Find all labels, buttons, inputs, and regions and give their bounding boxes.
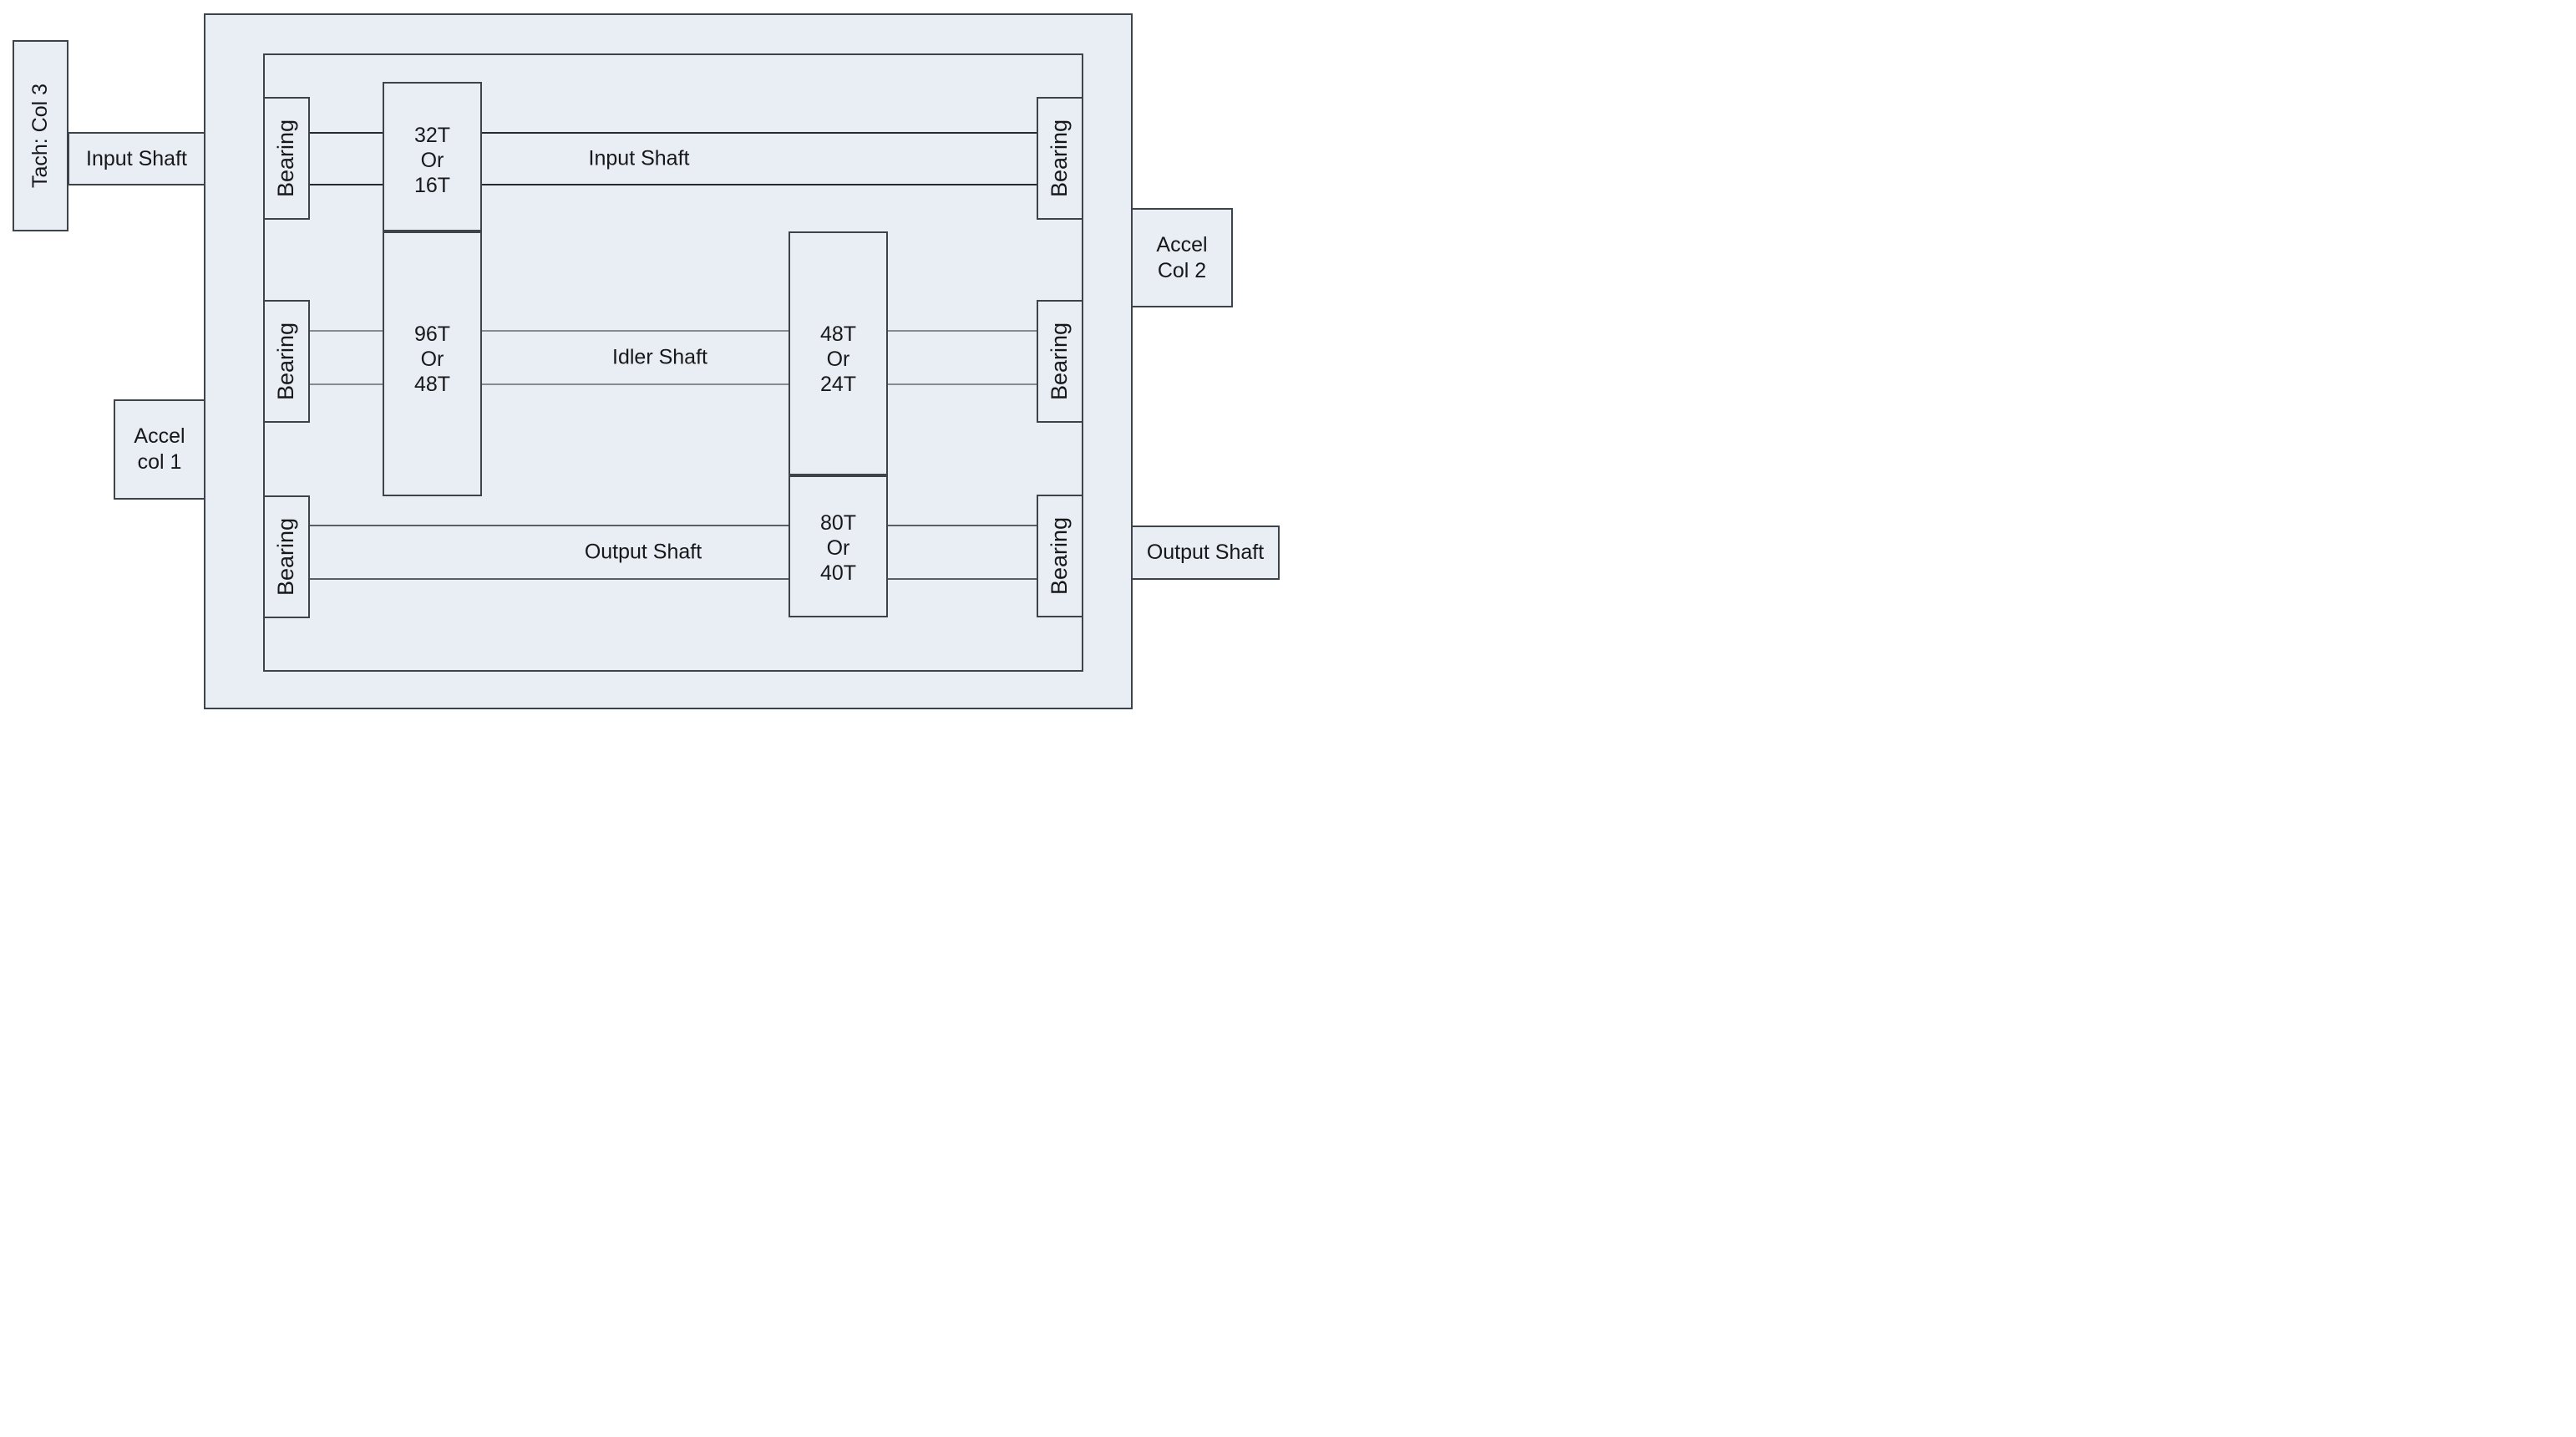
idler-shaft-line <box>888 383 1037 385</box>
output-shaft-connector: Output Shaft <box>1131 526 1280 580</box>
tach-box: Tach: Col 3 <box>13 40 68 231</box>
gear-96t-48t-label: 96T Or 48T <box>413 322 451 396</box>
idler-shaft-line <box>482 330 789 332</box>
input-shaft-line <box>482 184 1037 185</box>
output-shaft-line <box>888 578 1037 580</box>
output-shaft-label: Output Shaft <box>584 540 702 564</box>
gear-48t-24t: 48T Or 24T <box>789 231 888 475</box>
input-shaft-connector-label: Input Shaft <box>86 146 187 170</box>
output-shaft-connector-label: Output Shaft <box>1146 541 1265 564</box>
bearing-label: Bearing <box>273 119 299 198</box>
gear-32t-16t-label: 32T Or 16T <box>413 124 451 197</box>
accel-col1-box: Accel col 1 <box>114 399 205 500</box>
gear-32t-16t: 32T Or 16T <box>383 82 482 231</box>
bearing-output-right: Bearing <box>1037 495 1083 617</box>
gear-80t-40t-label: 80T Or 40T <box>819 511 857 585</box>
accel-col1-label: Accel col 1 <box>115 401 204 498</box>
idler-shaft-line <box>310 330 383 332</box>
bearing-label: Bearing <box>1047 322 1072 401</box>
bearing-label: Bearing <box>1047 119 1072 198</box>
bearing-label: Bearing <box>1047 516 1072 596</box>
output-shaft-line <box>310 525 789 526</box>
idler-shaft-line <box>482 383 789 385</box>
input-shaft-line <box>482 132 1037 134</box>
gearbox-schematic: Tach: Col 3 Input Shaft Accel col 1 Acce… <box>0 0 1288 718</box>
input-shaft-connector: Input Shaft <box>68 132 205 185</box>
output-shaft-line <box>888 525 1037 526</box>
output-shaft-line <box>310 578 789 580</box>
idler-shaft-line <box>310 383 383 385</box>
tach-label: Tach: Col 3 <box>28 83 52 189</box>
accel-col2-line2: Col 2 <box>1157 258 1207 282</box>
input-shaft-label: Input Shaft <box>588 146 690 170</box>
gear-80t-40t: 80T Or 40T <box>789 475 888 617</box>
bearing-output-left: Bearing <box>263 495 310 618</box>
bearing-input-left: Bearing <box>263 97 310 220</box>
input-shaft-line <box>310 132 383 134</box>
gearbox-housing <box>204 13 1133 709</box>
accel-col2-box: Accel Col 2 <box>1131 208 1233 307</box>
input-shaft-line <box>310 184 383 185</box>
bearing-input-right: Bearing <box>1037 97 1083 220</box>
bearing-idler-left: Bearing <box>263 300 310 423</box>
bearing-label: Bearing <box>273 517 299 597</box>
tach-label-wrap: Tach: Col 3 <box>14 42 67 230</box>
gear-48t-24t-label: 48T Or 24T <box>819 322 857 396</box>
accel-col1-line1: Accel <box>134 424 185 448</box>
gear-96t-48t: 96T Or 48T <box>383 231 482 496</box>
idler-shaft-line <box>888 330 1037 332</box>
bearing-idler-right: Bearing <box>1037 300 1083 423</box>
idler-shaft-label: Idler Shaft <box>612 345 707 369</box>
accel-col1-line2: col 1 <box>137 450 182 474</box>
accel-col2-label: Accel Col 2 <box>1133 210 1231 306</box>
accel-col2-line1: Accel <box>1156 232 1208 256</box>
bearing-label: Bearing <box>273 322 299 401</box>
